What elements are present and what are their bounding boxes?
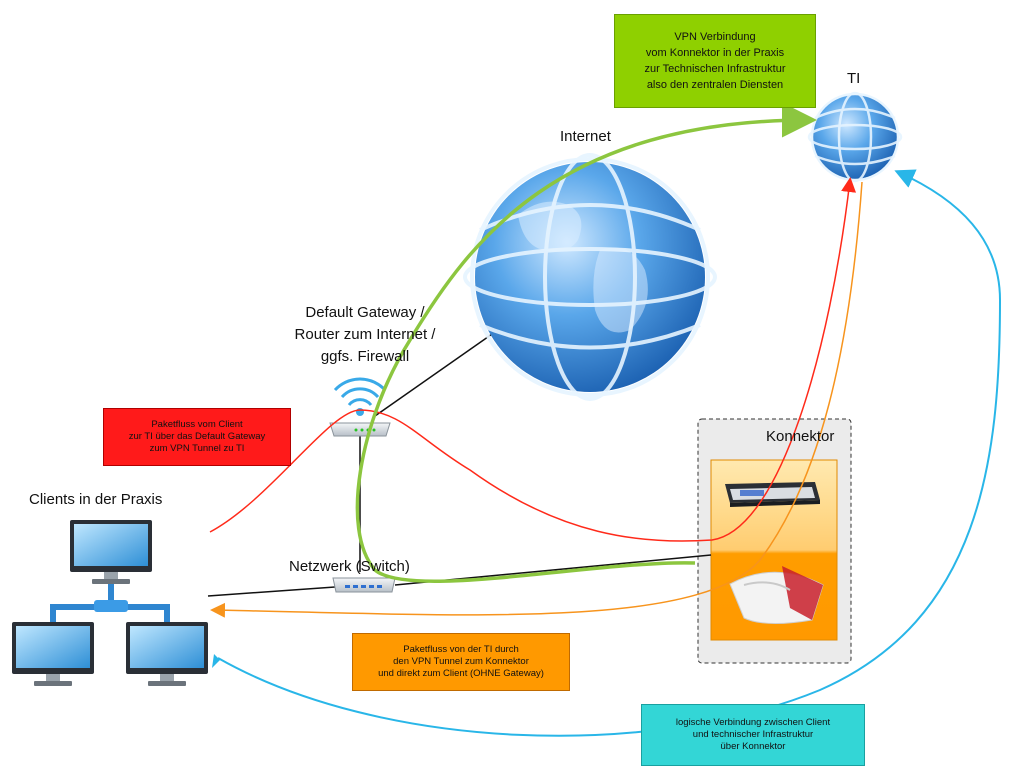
internet-label: Internet — [560, 128, 611, 145]
red-flow-arrow — [209, 177, 857, 542]
konnektor-icon — [725, 482, 820, 507]
orange-flow-note: Paketfluss von der TI durch den VPN Tunn… — [352, 633, 570, 691]
modem-icon — [729, 566, 824, 625]
orange-flow-arrow — [210, 181, 863, 618]
clients-group — [12, 520, 208, 686]
cyan-flow-note: logische Verbindung zwischen Client und … — [641, 704, 865, 766]
gateway-label: Default Gateway / Router zum Internet / … — [294, 304, 436, 365]
switch-icon — [332, 577, 396, 593]
red-flow-note: Paketfluss vom Client zur TI über das De… — [103, 408, 291, 466]
ti-globe-icon — [807, 91, 903, 183]
vpn-note: VPN Verbindung vom Konnektor in der Prax… — [614, 14, 816, 108]
switch-label: Netzwerk (Switch) — [289, 558, 410, 575]
ti-label: TI — [847, 70, 861, 87]
vpn-flow-arrow — [355, 102, 817, 583]
konnektor-label: Konnektor — [766, 428, 835, 445]
monitor-icon — [12, 622, 94, 686]
konnektor-container — [697, 418, 852, 664]
clients-label: Clients in der Praxis — [29, 491, 163, 508]
router-icon — [329, 377, 391, 437]
cyan-flow-arrow — [217, 169, 1002, 737]
globe-icon — [463, 153, 717, 401]
monitor-icon — [126, 622, 208, 686]
monitor-icon — [70, 520, 152, 584]
